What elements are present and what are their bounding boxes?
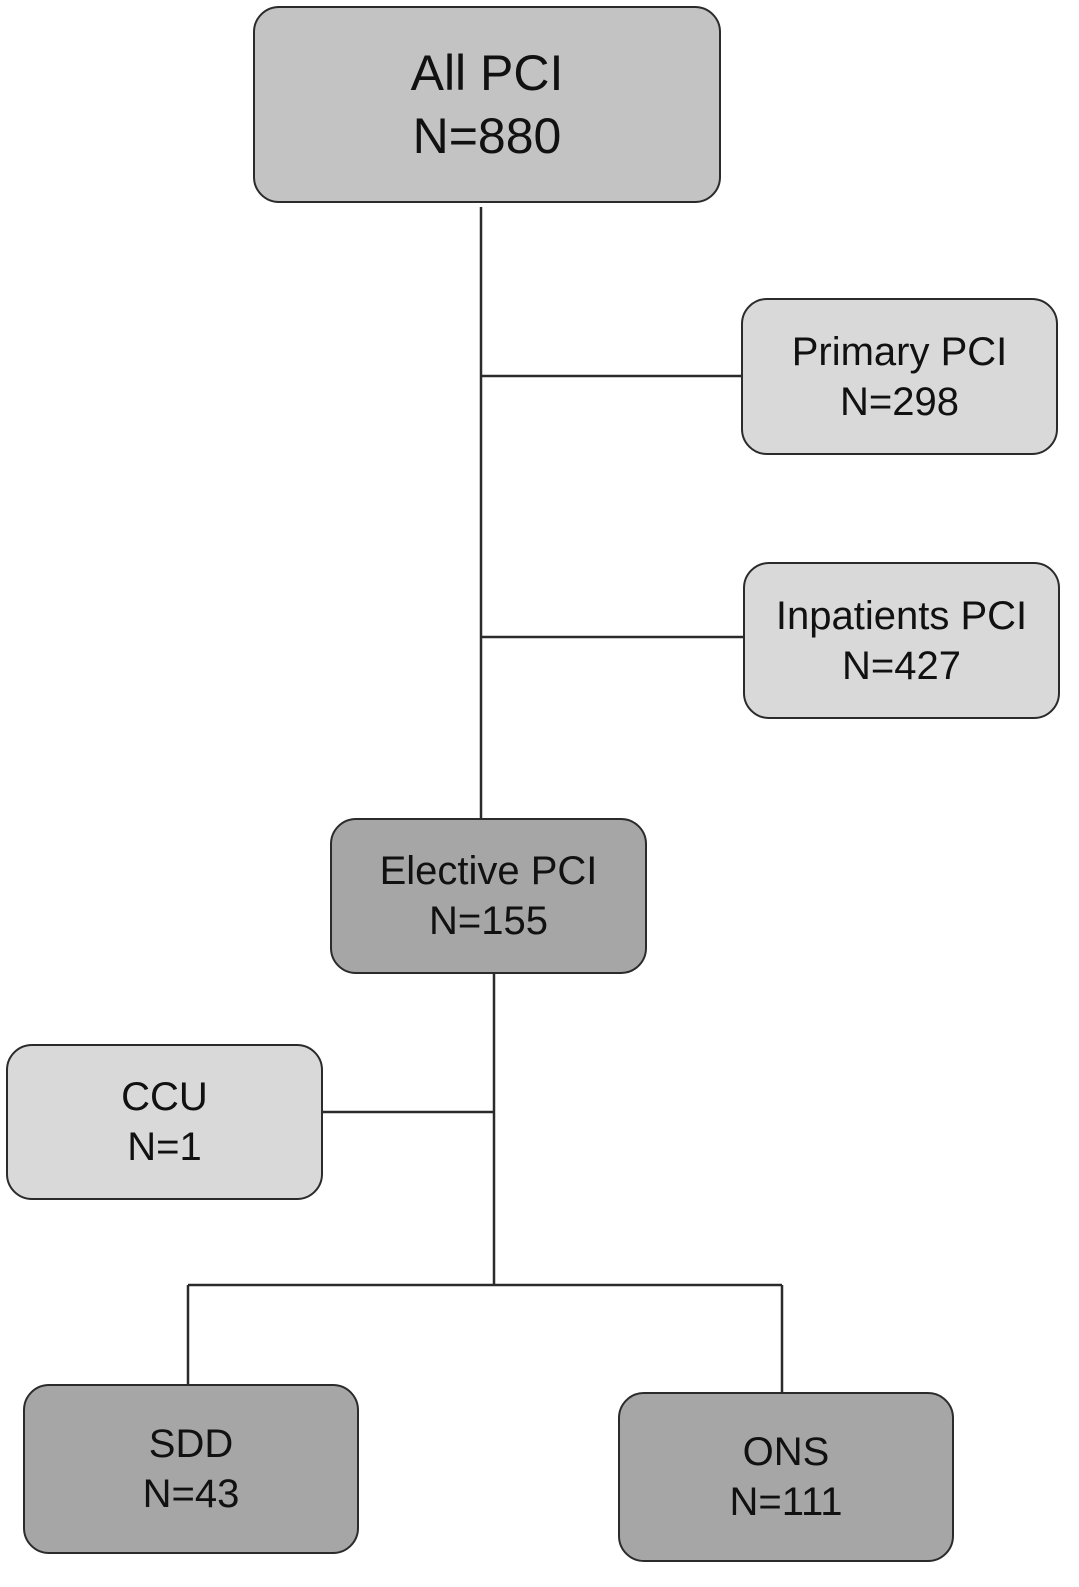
inpatients-pci-count: N=427 bbox=[842, 643, 961, 688]
primary-pci-count: N=298 bbox=[840, 379, 959, 424]
ccu-count: N=1 bbox=[127, 1125, 202, 1169]
inpatients-pci-box: Inpatients PCI N=427 bbox=[743, 562, 1060, 719]
ons-label: ONS bbox=[742, 1430, 830, 1474]
elective-pci-count: N=155 bbox=[429, 899, 548, 943]
inpatients-pci-label: Inpatients PCI bbox=[775, 593, 1028, 638]
elective-pci-box: Elective PCI N=155 bbox=[330, 818, 647, 974]
all-pci-box: All PCI N=880 bbox=[253, 6, 721, 203]
sdd-label: SDD bbox=[148, 1422, 234, 1466]
sdd-count: N=43 bbox=[142, 1472, 240, 1516]
all-pci-label: All PCI bbox=[410, 44, 564, 101]
ccu-box: CCU N=1 bbox=[6, 1044, 323, 1200]
primary-pci-box: Primary PCI N=298 bbox=[741, 298, 1058, 455]
ccu-label: CCU bbox=[121, 1075, 208, 1119]
sdd-box: SDD N=43 bbox=[23, 1384, 359, 1554]
ons-count: N=111 bbox=[729, 1480, 843, 1524]
elective-pci-label: Elective PCI bbox=[379, 849, 598, 893]
ons-box: ONS N=111 bbox=[618, 1392, 954, 1562]
primary-pci-label: Primary PCI bbox=[791, 329, 1008, 374]
all-pci-count: N=880 bbox=[412, 107, 562, 164]
